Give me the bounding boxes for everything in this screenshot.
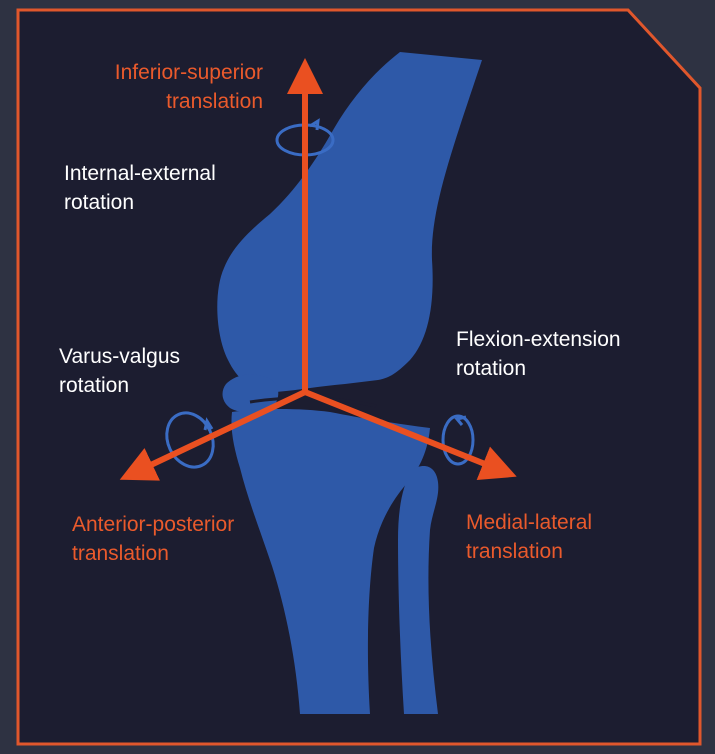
label-line: Flexion-extension bbox=[456, 325, 621, 354]
label-line: Inferior-superior bbox=[30, 58, 263, 87]
label-line: Anterior-posterior bbox=[72, 510, 234, 539]
label-line: translation bbox=[72, 539, 234, 568]
label-line: translation bbox=[466, 537, 592, 566]
label-line: rotation bbox=[64, 188, 216, 217]
label-varus-valgus: Varus-valgus rotation bbox=[59, 342, 180, 400]
label-internal-external: Internal-external rotation bbox=[64, 159, 216, 217]
label-line: Internal-external bbox=[64, 159, 216, 188]
label-line: Varus-valgus bbox=[59, 342, 180, 371]
label-line: Medial-lateral bbox=[466, 508, 592, 537]
label-line: rotation bbox=[59, 371, 180, 400]
label-line: translation bbox=[30, 87, 263, 116]
label-flexion-extension: Flexion-extension rotation bbox=[456, 325, 621, 383]
label-medial-lateral: Medial-lateral translation bbox=[466, 508, 592, 566]
label-line: rotation bbox=[456, 354, 621, 383]
label-anterior-posterior: Anterior-posterior translation bbox=[72, 510, 234, 568]
label-inferior-superior: Inferior-superior translation bbox=[30, 58, 263, 116]
